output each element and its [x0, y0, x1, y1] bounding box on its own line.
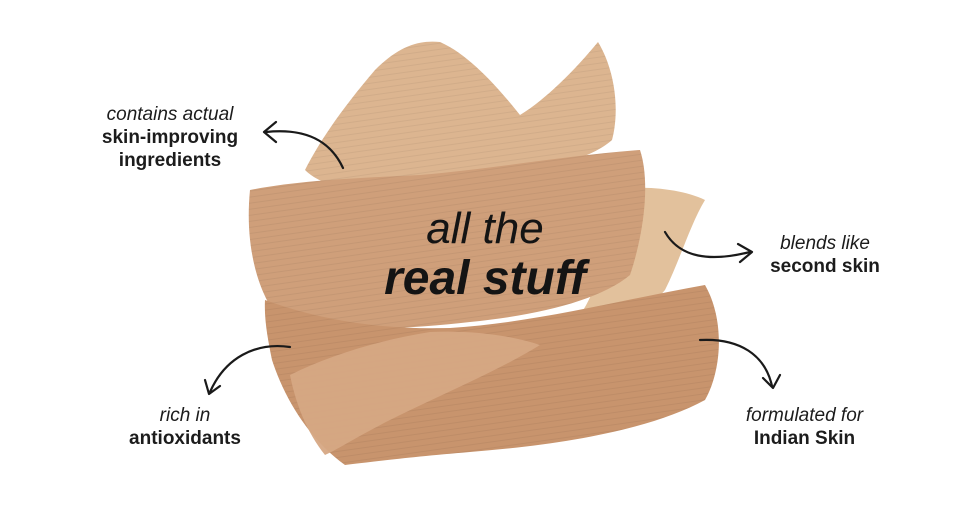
callout-ingredients-line-1: contains actual [106, 104, 234, 125]
headline: all the real stuff [330, 205, 640, 305]
callout-antioxidants-line-1: rich in [159, 405, 211, 426]
headline-line-1: all the [426, 204, 544, 253]
callout-antioxidants-line-2: antioxidants [129, 427, 241, 449]
callout-second-skin-line-1: blends like [780, 233, 870, 254]
headline-line-2: real stuff [384, 252, 586, 305]
callout-second-skin-line-2: second skin [770, 255, 880, 277]
callout-indian-skin: formulated for Indian Skin [712, 405, 897, 451]
callout-indian-skin-line-1: formulated for [745, 405, 864, 426]
callout-second-skin: blends like second skin [750, 233, 900, 279]
callout-indian-skin-line-2: Indian Skin [753, 427, 856, 449]
callout-antioxidants: rich in antioxidants [110, 405, 260, 451]
swatch-streak [290, 331, 540, 455]
callout-ingredients-line-3: ingredients [118, 149, 222, 171]
callout-ingredients-line-2: skin-improving [101, 126, 239, 148]
callout-ingredients: contains actual skin-improving ingredien… [70, 104, 270, 172]
